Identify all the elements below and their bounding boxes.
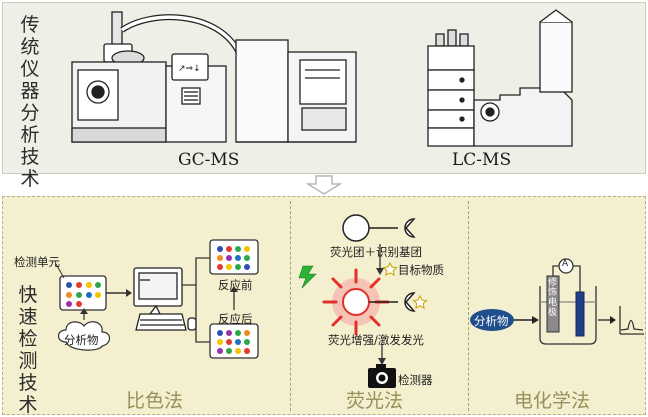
lc-ms-instrument-icon — [427, 9, 573, 147]
gc-ms-label: GC-MS — [178, 150, 240, 170]
fluorescence-section-title: 荧光法 — [346, 390, 404, 412]
fluorophore-label: 荧光团＋识别基团 — [330, 245, 422, 259]
enhance-label: 荧光增强/激发发光 — [328, 333, 424, 347]
electrode-label: 修饰电极 — [548, 278, 558, 318]
modified-electrode — [546, 275, 560, 333]
bound-star-icon — [412, 294, 428, 309]
before-reaction-label: 反应前 — [218, 278, 253, 292]
divider-2 — [468, 201, 469, 411]
ammeter-label: A — [562, 259, 569, 269]
detection-unit-card — [55, 263, 107, 311]
colorimetric-section-title: 比色法 — [126, 390, 184, 412]
svg-text:↗⇒↓: ↗⇒↓ — [178, 64, 201, 74]
target-label: 目标物质 — [398, 263, 444, 277]
target-star-icon — [382, 261, 398, 276]
analyte-pill — [470, 309, 514, 331]
signal-peak-icon — [619, 306, 644, 335]
analyte-cloud-icon — [57, 321, 111, 351]
detector-label: 检测器 — [398, 373, 433, 387]
divider-1 — [290, 201, 291, 411]
ammeter-icon — [558, 258, 574, 274]
rapid-detection-panel — [2, 196, 646, 415]
plate-after — [209, 323, 259, 359]
camera-detector-icon — [368, 364, 396, 388]
computer-icon — [133, 267, 197, 331]
fluorophore-probe-icon — [342, 214, 416, 242]
fluorescence-burst-icon — [322, 268, 390, 336]
plate-before — [209, 239, 259, 275]
color-dots-unit — [66, 282, 101, 307]
electrochem-section-title: 电化学法 — [514, 390, 591, 412]
traditional-title: 传统仪器分析技术 — [20, 14, 40, 190]
counter-electrode — [575, 291, 585, 337]
analyte-cloud-label: 分析物 — [64, 333, 99, 347]
after-reaction-label: 反应后 — [218, 312, 253, 326]
detection-unit-label: 检测单元 — [14, 255, 60, 269]
bound-receptor-icon — [404, 292, 416, 312]
rapid-detection-title: 快速检测技术 — [18, 284, 38, 416]
lightning-icon — [298, 265, 317, 289]
down-arrow-icon — [305, 175, 343, 195]
gc-ms-instrument-icon: ↗⇒↓ — [71, 11, 357, 143]
electrochem-analyte-label: 分析物 — [474, 314, 509, 328]
lc-ms-label: LC-MS — [452, 150, 512, 170]
